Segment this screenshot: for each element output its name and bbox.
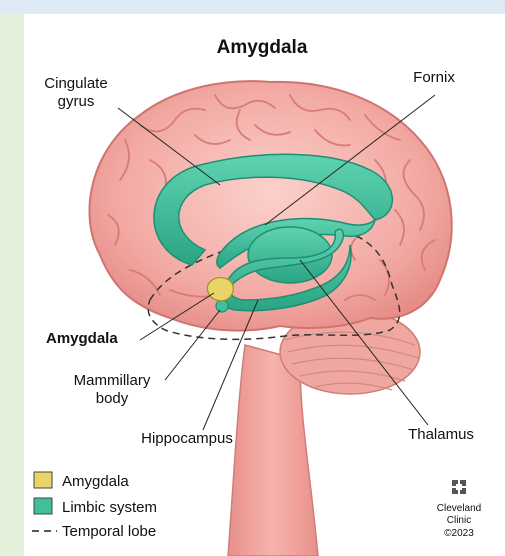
- legend-label-limbic-system: Limbic system: [62, 499, 157, 516]
- cerebrum: [89, 81, 451, 330]
- legend: Amygdala Limbic system Temporal lobe: [32, 472, 157, 540]
- amygdala-shape: [207, 278, 233, 301]
- label-thalamus: Thalamus: [408, 426, 474, 443]
- credit-line2: Clinic: [447, 515, 471, 526]
- label-cingulate-gyrus-line2: gyrus: [58, 93, 95, 110]
- legend-label-temporal-lobe: Temporal lobe: [62, 523, 156, 540]
- cleveland-clinic-logo: Cleveland Clinic ©2023: [437, 480, 481, 539]
- diagram-title: Amygdala: [217, 37, 308, 58]
- mammillary-body-shape: [216, 300, 228, 312]
- legend-label-amygdala: Amygdala: [62, 473, 129, 490]
- label-cingulate-gyrus-line1: Cingulate: [44, 75, 107, 92]
- label-amygdala: Amygdala: [46, 330, 118, 347]
- label-mammillary-line1: Mammillary: [74, 372, 151, 389]
- label-fornix: Fornix: [413, 69, 455, 86]
- legend-swatch-limbic-system: [34, 498, 52, 514]
- credit-line1: Cleveland: [437, 503, 481, 514]
- credit-line3: ©2023: [444, 528, 474, 539]
- label-hippocampus: Hippocampus: [141, 430, 233, 447]
- legend-swatch-amygdala: [34, 472, 52, 488]
- label-mammillary-line2: body: [96, 390, 129, 407]
